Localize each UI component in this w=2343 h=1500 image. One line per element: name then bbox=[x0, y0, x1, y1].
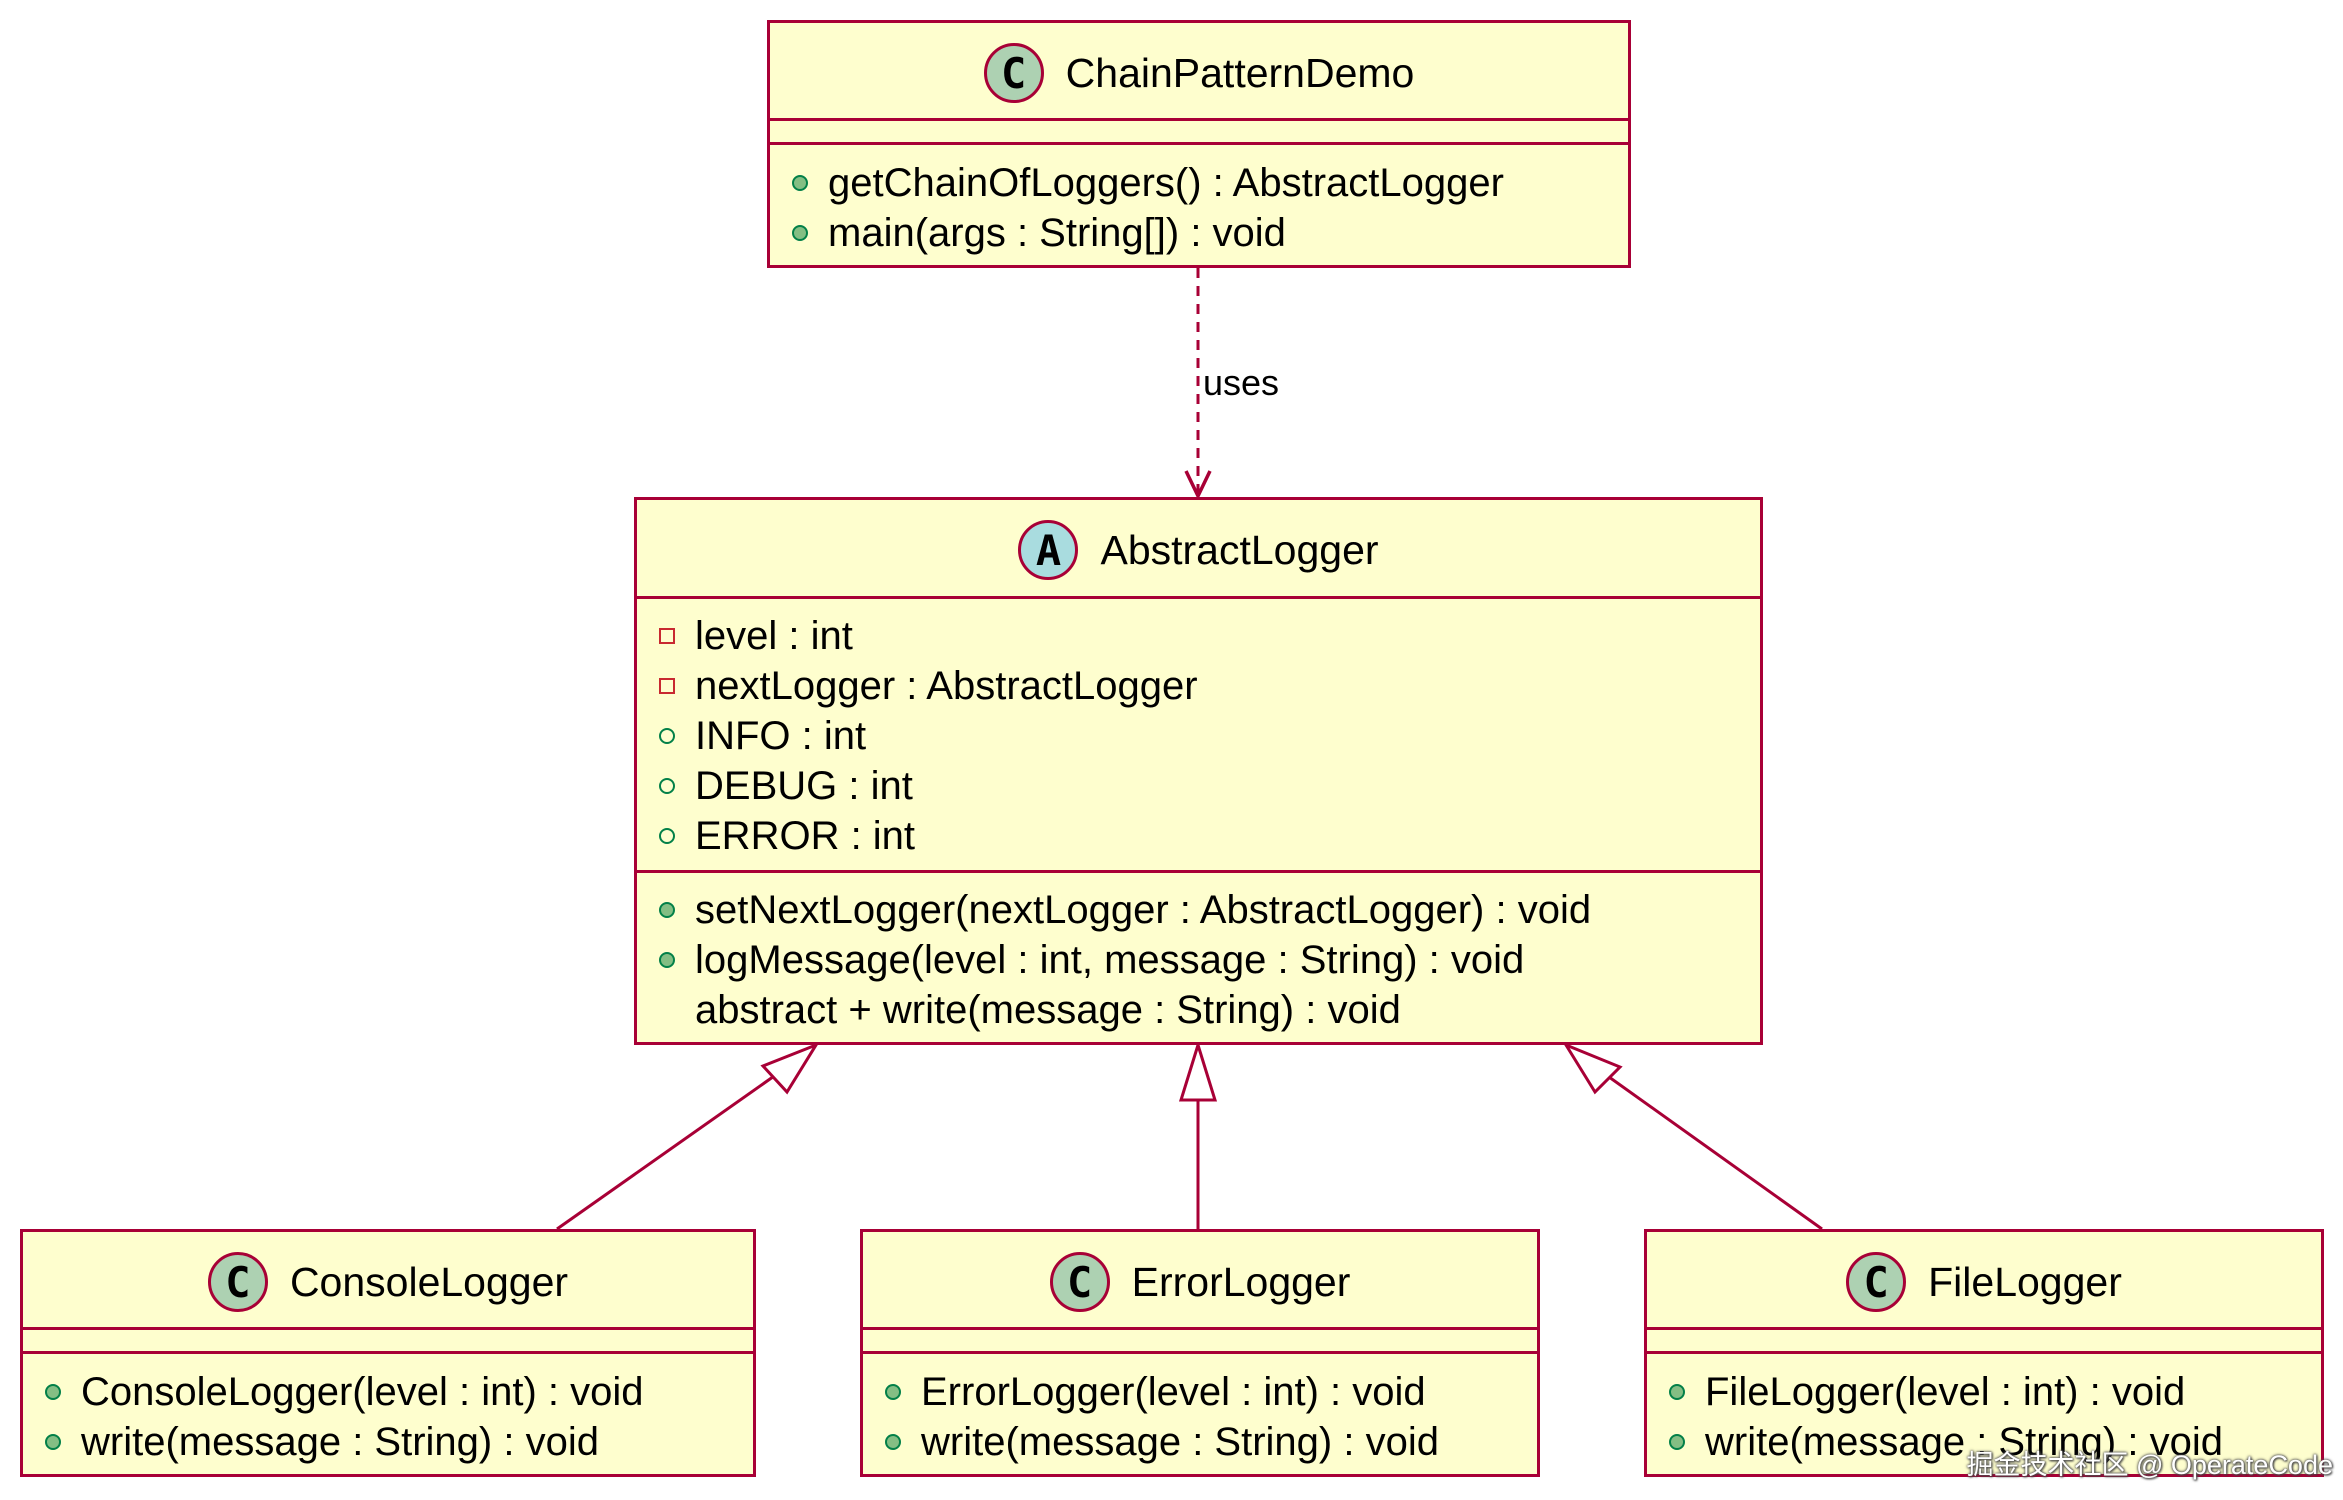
method-list: setNextLogger(nextLogger : AbstractLogge… bbox=[637, 885, 1760, 1035]
uses-label: uses bbox=[1203, 362, 1280, 403]
method-row: FileLogger(level : int) : void bbox=[1647, 1367, 2321, 1417]
method-row: main(args : String[]) : void bbox=[770, 208, 1628, 258]
public-method-icon bbox=[885, 1434, 901, 1450]
field-text: nextLogger : AbstractLogger bbox=[695, 663, 1198, 708]
public-method-icon bbox=[659, 902, 675, 918]
class-name: ConsoleLogger bbox=[289, 1258, 569, 1305]
field-text: level : int bbox=[695, 613, 853, 658]
header-separator bbox=[1647, 1327, 2321, 1330]
public-field-icon bbox=[659, 728, 675, 744]
field-text: INFO : int bbox=[695, 713, 867, 758]
method-text: ConsoleLogger(level : int) : void bbox=[81, 1369, 644, 1414]
header-separator bbox=[770, 118, 1628, 121]
field-row: ERROR : int bbox=[637, 811, 1760, 861]
error-inherit-arrowhead bbox=[1178, 1039, 1218, 1102]
private-field-icon bbox=[659, 678, 675, 694]
fields-separator bbox=[637, 870, 1760, 873]
method-text: main(args : String[]) : void bbox=[828, 210, 1286, 255]
public-method-icon bbox=[1669, 1384, 1685, 1400]
method-row: write(message : String) : void bbox=[23, 1417, 753, 1467]
public-method-icon bbox=[45, 1384, 61, 1400]
class-header: A AbstractLogger bbox=[637, 500, 1760, 600]
header-separator bbox=[637, 596, 1760, 599]
field-row: INFO : int bbox=[637, 711, 1760, 761]
method-text: logMessage(level : int, message : String… bbox=[695, 937, 1525, 982]
public-method-icon bbox=[45, 1434, 61, 1450]
method-list: getChainOfLoggers() : AbstractLogger mai… bbox=[770, 158, 1628, 258]
field-text: DEBUG : int bbox=[695, 763, 913, 808]
method-text: ErrorLogger(level : int) : void bbox=[921, 1369, 1426, 1414]
fields-separator bbox=[23, 1351, 753, 1354]
private-field-icon bbox=[659, 628, 675, 644]
method-text: write(message : String) : void bbox=[1705, 1419, 2223, 1464]
class-name: FileLogger bbox=[1928, 1258, 2122, 1305]
class-name: AbstractLogger bbox=[1100, 526, 1379, 573]
method-row: logMessage(level : int, message : String… bbox=[637, 935, 1760, 985]
console-inherit-line bbox=[556, 1065, 788, 1231]
class-errorlogger[interactable]: C ErrorLogger ErrorLogger(level : int) :… bbox=[860, 1229, 1540, 1477]
uses-arrowhead bbox=[1184, 470, 1212, 501]
fields-separator bbox=[863, 1351, 1537, 1354]
class-stereotype-icon: C bbox=[1846, 1252, 1907, 1312]
file-inherit-line bbox=[1594, 1065, 1823, 1231]
class-name: ChainPatternDemo bbox=[1065, 49, 1415, 96]
file-inherit-arrowhead bbox=[1562, 1041, 1623, 1095]
console-inherit-arrowhead bbox=[760, 1041, 820, 1095]
field-text: ERROR : int bbox=[695, 813, 916, 858]
method-list: ConsoleLogger(level : int) : void write(… bbox=[23, 1367, 753, 1467]
public-method-icon bbox=[659, 952, 675, 968]
abstract-stereotype-icon: A bbox=[1018, 520, 1079, 580]
method-row: abstract + write(message : String) : voi… bbox=[637, 985, 1760, 1035]
class-header: C ErrorLogger bbox=[863, 1232, 1537, 1332]
no-visibility-icon bbox=[659, 1002, 675, 1018]
watermark: 掘金技术社区 @ OperateCode bbox=[1966, 1450, 2333, 1480]
method-row: getChainOfLoggers() : AbstractLogger bbox=[770, 158, 1628, 208]
method-row: setNextLogger(nextLogger : AbstractLogge… bbox=[637, 885, 1760, 935]
fields-separator bbox=[770, 142, 1628, 145]
class-filelogger[interactable]: C FileLogger FileLogger(level : int) : v… bbox=[1644, 1229, 2324, 1477]
header-separator bbox=[23, 1327, 753, 1330]
public-field-icon bbox=[659, 778, 675, 794]
class-header: C ChainPatternDemo bbox=[770, 23, 1628, 123]
class-chainpatterndemo[interactable]: C ChainPatternDemo getChainOfLoggers() :… bbox=[767, 20, 1631, 268]
method-list: FileLogger(level : int) : void write(mes… bbox=[1647, 1367, 2321, 1467]
public-method-icon bbox=[792, 225, 808, 241]
public-method-icon bbox=[792, 175, 808, 191]
method-text: setNextLogger(nextLogger : AbstractLogge… bbox=[695, 887, 1592, 932]
class-stereotype-icon: C bbox=[983, 43, 1044, 103]
class-header: C FileLogger bbox=[1647, 1232, 2321, 1332]
public-method-icon bbox=[885, 1384, 901, 1400]
class-abstractlogger[interactable]: A AbstractLogger level : int nextLogger … bbox=[634, 497, 1763, 1045]
method-row: ConsoleLogger(level : int) : void bbox=[23, 1367, 753, 1417]
class-name: ErrorLogger bbox=[1131, 1258, 1351, 1305]
public-method-icon bbox=[1669, 1434, 1685, 1450]
class-header: C ConsoleLogger bbox=[23, 1232, 753, 1332]
class-stereotype-icon: C bbox=[207, 1252, 268, 1312]
method-row: ErrorLogger(level : int) : void bbox=[863, 1367, 1537, 1417]
method-text: getChainOfLoggers() : AbstractLogger bbox=[828, 160, 1504, 205]
field-row: level : int bbox=[637, 611, 1760, 661]
method-text: write(message : String) : void bbox=[921, 1419, 1439, 1464]
method-list: ErrorLogger(level : int) : void write(me… bbox=[863, 1367, 1537, 1467]
method-text: abstract + write(message : String) : voi… bbox=[695, 987, 1401, 1032]
method-row: write(message : String) : void bbox=[1647, 1417, 2321, 1467]
fields-separator bbox=[1647, 1351, 2321, 1354]
class-stereotype-icon: C bbox=[1049, 1252, 1110, 1312]
method-text: write(message : String) : void bbox=[81, 1419, 599, 1464]
class-consolelogger[interactable]: C ConsoleLogger ConsoleLogger(level : in… bbox=[20, 1229, 756, 1477]
method-row: write(message : String) : void bbox=[863, 1417, 1537, 1467]
public-field-icon bbox=[659, 828, 675, 844]
field-row: nextLogger : AbstractLogger bbox=[637, 661, 1760, 711]
field-row: DEBUG : int bbox=[637, 761, 1760, 811]
method-text: FileLogger(level : int) : void bbox=[1705, 1369, 2186, 1414]
header-separator bbox=[863, 1327, 1537, 1330]
field-list: level : int nextLogger : AbstractLogger … bbox=[637, 611, 1760, 861]
